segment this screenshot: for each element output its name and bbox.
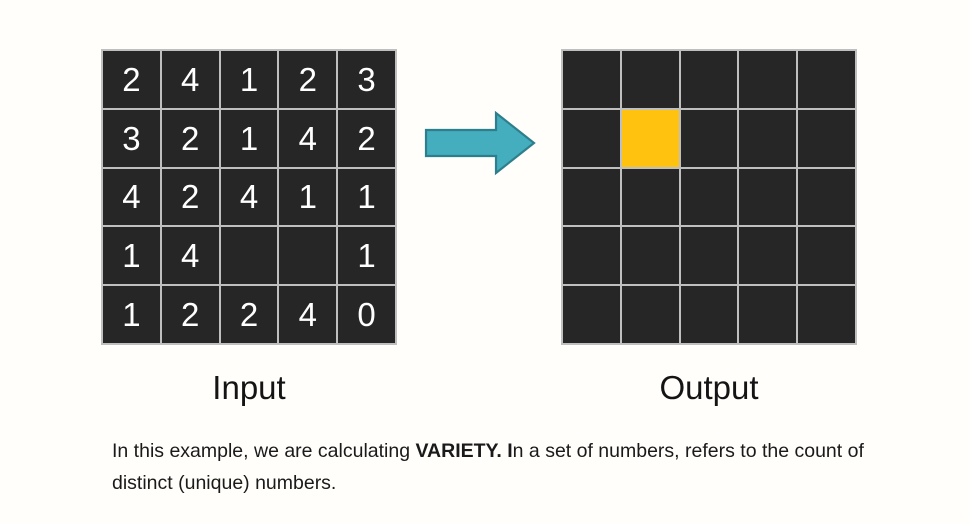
output-grid-cell [739,227,797,285]
output-grid [561,49,857,345]
output-label: Output [659,369,759,406]
output-grid-cell [621,227,679,285]
input-grid-cell: 2 [161,286,219,343]
input-grid-cell: 1 [220,51,278,108]
input-grid-cell: 1 [279,168,337,226]
input-grid-cell: 4 [279,109,337,167]
input-grid-cell: 1 [103,227,160,285]
input-grid-cell: 2 [161,109,219,167]
output-grid-cell [621,51,679,108]
input-grid-cell: 3 [338,51,395,108]
input-grid-cell: 1 [220,109,278,167]
input-grid-cell: 4 [279,286,337,343]
output-grid-cell [563,227,620,285]
input-grid-cell: 2 [220,286,278,343]
input-grid-cell: 2 [161,168,219,226]
output-grid-cell [563,168,620,226]
output-grid-cell [739,109,797,167]
input-grid-cell: 1 [338,227,395,285]
output-grid-cell [739,168,797,226]
caption-line1-part2: n a set of numbers, refers [512,440,735,462]
output-grid-cell [798,109,855,167]
caption-line2: to the count of distinct (unique) number… [112,440,864,494]
input-grid-cell: 3 [103,109,160,167]
output-grid-cell [621,286,679,343]
output-grid-cell [680,227,738,285]
output-grid-cell [798,286,855,343]
output-grid-cell-highlighted [621,109,679,167]
input-grid-cell: 0 [338,286,395,343]
output-grid-cell [563,51,620,108]
input-grid-cell: 4 [103,168,160,226]
caption-line1-part1: In this example, we are calculating [112,440,416,462]
right-arrow-icon [424,109,536,177]
output-grid-cell [680,286,738,343]
input-grid-cell [220,227,278,285]
input-grid-cell: 4 [161,227,219,285]
output-grid-cell [739,286,797,343]
caption-text: In this example, we are calculating VARI… [112,436,872,499]
output-grid-cell [798,51,855,108]
output-grid-cell [680,168,738,226]
caption-line1-bold: VARIETY. I [415,440,513,462]
output-grid-cell [680,109,738,167]
input-grid-cell: 2 [338,109,395,167]
input-grid-cell: 2 [279,51,337,108]
output-grid-cell [680,51,738,108]
output-grid-cell [563,286,620,343]
output-grid-cell [621,168,679,226]
output-grid-cell [739,51,797,108]
input-grid-cell: 2 [103,51,160,108]
output-grid-cell [798,168,855,226]
input-grid-cell: 1 [103,286,160,343]
output-grid-cell [798,227,855,285]
output-grid-cell [563,109,620,167]
input-grid-cell: 4 [161,51,219,108]
input-grid-cell [279,227,337,285]
input-grid-cell: 1 [338,168,395,226]
input-grid-cell: 4 [220,168,278,226]
input-label: Input [212,369,286,406]
